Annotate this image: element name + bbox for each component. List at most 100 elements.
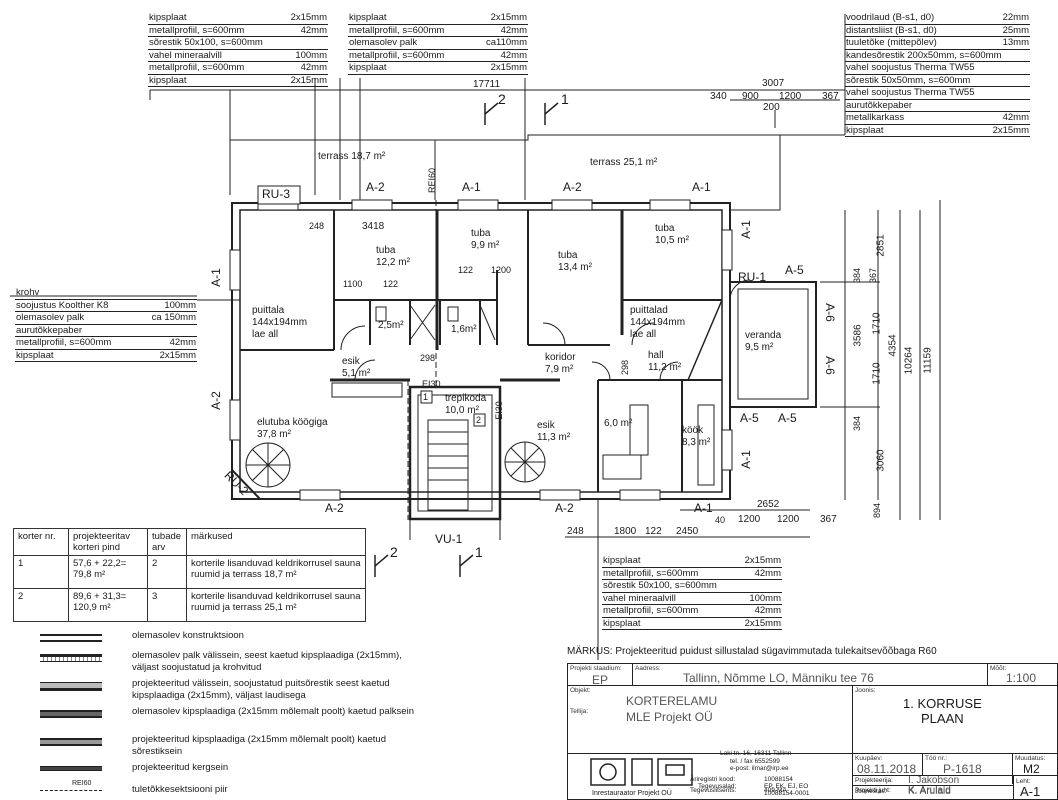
spec-layer: metallprofiil, s=600mm (603, 605, 699, 616)
dim-1710-b: 1710 (871, 362, 883, 385)
spec-thickness: 2x15mm (159, 349, 196, 361)
table-header: korter nr. (13, 528, 69, 556)
tb-client-value: MLE Projekt OÜ (626, 710, 713, 724)
legend-item: olemasolev kipsplaadiga (2x15mm mõlemalt… (40, 706, 420, 734)
spec-layer: metallprofiil, s=600mm (16, 337, 112, 348)
beam-size-1: 144x194mm (252, 317, 308, 328)
spec-thickness: 100mm (295, 49, 327, 61)
firm-logo-icon (590, 758, 693, 786)
spec-layer: vahel soojustus Therma TW55 (846, 87, 975, 98)
terrace-1-label: terrass 18,7 m² (318, 151, 386, 162)
dim-248-top: 248 (309, 221, 325, 231)
room-koridor-area: 7,9 m² (545, 364, 574, 375)
dim-1200-top: 1200 (779, 91, 802, 102)
spec-row: tuuletõke (mittepõlev) 13mm (845, 37, 1030, 50)
legend-text: olemasolev palk välissein, seest kaetud … (132, 650, 402, 673)
spec-layer: kipsplaat (349, 12, 387, 23)
dim-1100: 1100 (343, 279, 363, 289)
section-marker-1-top: 1 (561, 91, 569, 107)
tb-firm: Inrestauraator Projekt OÜ Laki tn. 16, 1… (568, 750, 853, 799)
tb-proj-value: I. Jakobson (908, 775, 960, 786)
tb-caption: Objekt: (570, 687, 591, 694)
room-trepikoda-area: 10,0 m² (445, 405, 479, 416)
tb-object-value: KORTERELAMU (626, 694, 718, 708)
room-esik-2: esik (537, 420, 555, 431)
dim-1200-bot-2: 1200 (777, 514, 800, 525)
tb-mgr-caption: Projekti juht: (855, 787, 891, 794)
dim-122-b: 122 (458, 265, 474, 275)
spec-layer: kipsplaat (149, 74, 187, 86)
room-esik-1: esik (342, 356, 360, 367)
wall-mark-a5-top: A-5 (785, 263, 804, 277)
mark-vu1: VU-1 (435, 532, 463, 546)
spec-thickness: ca110mm (485, 37, 527, 48)
wall-mark-a2-top-2: A-2 (563, 180, 582, 194)
spec-layer: distantsliist (B-s1, d0) (846, 24, 937, 36)
stair-number-1: 1 (423, 392, 429, 402)
wall-mark-a2-left: A-2 (208, 391, 223, 410)
spec-layer: tuuletõke (mittepõlev) (846, 37, 937, 48)
dim-298-a: 298 (420, 353, 436, 363)
tb-designer (853, 776, 1013, 784)
room-koridor: koridor (545, 352, 576, 363)
legend-swatch (40, 790, 102, 791)
tb-caption: Töö nr.: (925, 755, 948, 762)
room-kook: köök (682, 425, 704, 436)
beam-label-1: puittala (252, 305, 285, 316)
wall-mark-a1-left: A-1 (208, 268, 223, 287)
table-cell: 2 (13, 588, 69, 622)
tb-act-caption: Tegevusalad: (698, 783, 737, 790)
legend-swatch (40, 682, 102, 691)
spec-layer: kipsplaat (149, 12, 187, 23)
table-cell: 57,6 + 22,2= 79,8 m² (68, 555, 148, 589)
spec-thickness: 100mm (164, 299, 196, 311)
spec-row: sõrestik 50x50mm, s=600mm (845, 75, 1030, 87)
section-marker-2-bot: 2 (390, 544, 398, 560)
wall-mark-a2-bot-2: A-2 (555, 501, 574, 515)
spec-thickness: 2x15mm (992, 124, 1029, 136)
spec-layer: vahel mineraalvill (149, 49, 222, 61)
table-header: märkused (186, 528, 366, 556)
spec-thickness: 42mm (300, 62, 327, 73)
dim-384-top: 384 (852, 267, 863, 284)
spec-thickness: ca 150mm (151, 312, 196, 323)
spec-layer: sõrestik 50x100, s=600mm (603, 580, 717, 591)
tb-work: Töö nr.: P-1618 (923, 754, 1013, 776)
spec-thickness: 2x15mm (490, 62, 527, 73)
spec-layer: metallprofiil, s=600mm (603, 567, 699, 579)
spec-thickness: 13mm (1002, 37, 1029, 48)
dim-340: 340 (710, 91, 727, 102)
tb-scale-value: 1:100 (1006, 671, 1037, 685)
legend-swatch (40, 654, 102, 662)
tb-stage: Projekti staadium: EP (568, 664, 633, 687)
wall-mark-a1-right-top: A-1 (738, 220, 753, 239)
dim-894: 894 (872, 502, 883, 519)
tb-divider (1013, 776, 1014, 799)
legend-item: projekteeritud kipsplaadiga (2x15mm mõle… (40, 734, 420, 762)
spec-thickness: 22mm (1002, 12, 1029, 23)
spec-row: krohv (15, 287, 197, 300)
tb-firm-mail: e-post: ilmar@irp.ee (730, 765, 789, 772)
tb-date-value: 08.11.2018 (857, 762, 917, 776)
room-esik-2-area: 11,3 m² (537, 432, 571, 443)
room-veranda-area: 9,5 m² (745, 342, 774, 353)
beam-label-2: puittalad (630, 305, 668, 316)
dim-384-bot: 384 (852, 415, 863, 432)
tb-act-value: EP, EK, EJ, EO (764, 783, 809, 790)
wall-mark-a2-top-1: A-2 (366, 180, 385, 194)
legend: olemasolev konstruktsioon olemasolev pal… (40, 630, 420, 798)
dim-367-bot: 367 (820, 514, 837, 525)
spec-layer: metallprofiil, s=600mm (349, 24, 445, 36)
tb-caption: Muudatus: (1015, 755, 1046, 762)
tb-drawing-line1: 1. KORRUSE (903, 696, 982, 711)
